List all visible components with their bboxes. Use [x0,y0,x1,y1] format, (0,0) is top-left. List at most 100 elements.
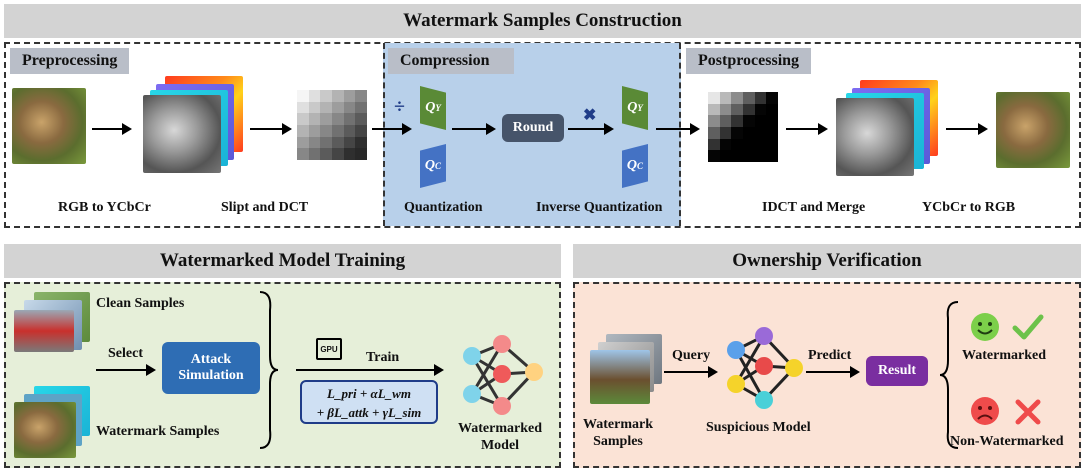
train-label: Train [366,350,400,365]
dct-cell [297,113,309,125]
select-arrow [96,364,156,376]
construction-header: Watermark Samples Construction [4,4,1081,38]
dct-cell [743,138,755,151]
select-label: Select [108,346,143,361]
postprocessing-tag: Postprocessing [686,48,812,74]
dct-cell [320,136,332,149]
watermark-samples-label: Watermark Samples [96,424,220,439]
dct-cell [731,150,743,162]
dct-cell [766,92,778,104]
dct-cell [766,138,778,151]
suspicious-model-network [727,327,803,409]
dct-cell [355,136,367,149]
verification-title: Ownership Verification [732,250,922,271]
construction-title: Watermark Samples Construction [403,10,682,31]
dct-cell [320,113,332,125]
input-cat-image [12,88,86,164]
net-node [493,365,511,383]
query-sample-horse-image [590,350,650,404]
dct-cell [719,92,732,104]
net-node [785,359,803,377]
dct-cell [320,124,332,137]
non-watermarked-label: Non-Watermarked [950,434,1064,449]
arrow-1 [92,123,132,135]
attack-simulation-block: Attack Simulation [162,342,260,394]
query-arrow [664,366,718,378]
dct-cell [708,138,720,151]
net-node [755,357,773,375]
dct-cell [308,113,321,125]
y-merge-image [836,98,914,176]
dct-cell [754,115,767,127]
dct-cell [343,90,356,102]
wm-sample-cat-image [14,402,76,458]
dct-cell [731,115,743,127]
dct-cell [297,136,309,149]
idct-block-grid [708,92,778,162]
dct-cell [343,148,356,160]
net-node [727,341,745,359]
dct-cell [308,136,321,149]
arrow-from-round [568,123,614,135]
dct-cell [708,92,720,104]
dct-cell [754,92,767,104]
dct-cell [754,150,767,162]
dct-cell [766,115,778,127]
dct-cell [731,126,743,139]
dct-cell [743,92,755,104]
query-label: Query [672,348,711,363]
ycbcr-to-rgb-label: YCbCr to RGB [922,200,1016,215]
arrow-2 [250,123,292,135]
train-arrow [296,364,444,376]
dct-cell [754,138,767,151]
happy-face-icon [971,313,999,341]
dct-cell [743,115,755,127]
dct-cell [355,148,367,160]
result-block: Result [866,356,928,386]
dct-cell [332,124,344,137]
dct-cell [719,138,732,151]
arrow-5 [786,123,828,135]
compression-tag: Compression [388,48,514,74]
dct-cell [719,103,732,116]
dct-cell [320,148,332,160]
dct-cell [355,90,367,102]
predict-arrow [806,366,860,378]
rgb-to-ycbcr-label: RGB to YCbCr [58,200,151,215]
watermarked-model-network [463,335,543,415]
dct-cell [332,101,344,114]
preprocessing-tag: Preprocessing [10,48,130,74]
training-panel [4,282,561,468]
gpu-icon: GPU [316,338,342,360]
dct-cell [343,136,356,149]
clean-sample-car-image [14,310,74,352]
dct-cell [719,115,732,127]
brace [259,291,279,449]
clean-samples-label: Clean Samples [96,296,185,311]
net-node [727,375,745,393]
dct-cell [731,92,743,104]
dct-cell [355,113,367,125]
dct-cell [308,148,321,160]
dct-cell [719,126,732,139]
arrow-to-round [452,123,496,135]
dct-cell [754,103,767,116]
output-cat-image [996,92,1070,168]
sad-face-icon [971,397,999,425]
loss-line-1: L_pri + αL_wm [327,386,411,401]
net-node [493,397,511,415]
dct-cell [754,126,767,139]
dct-cell [320,90,332,102]
query-watermark-samples-label: Watermark Samples [583,417,653,449]
verification-panel [573,282,1081,468]
dct-cell [708,103,720,116]
dct-cell [332,148,344,160]
check-icon [1012,314,1044,340]
dct-cell [766,103,778,116]
dct-cell [297,101,309,114]
dct-cell [297,124,309,137]
dct-cell [308,124,321,137]
training-title: Watermarked Model Training [159,250,406,271]
